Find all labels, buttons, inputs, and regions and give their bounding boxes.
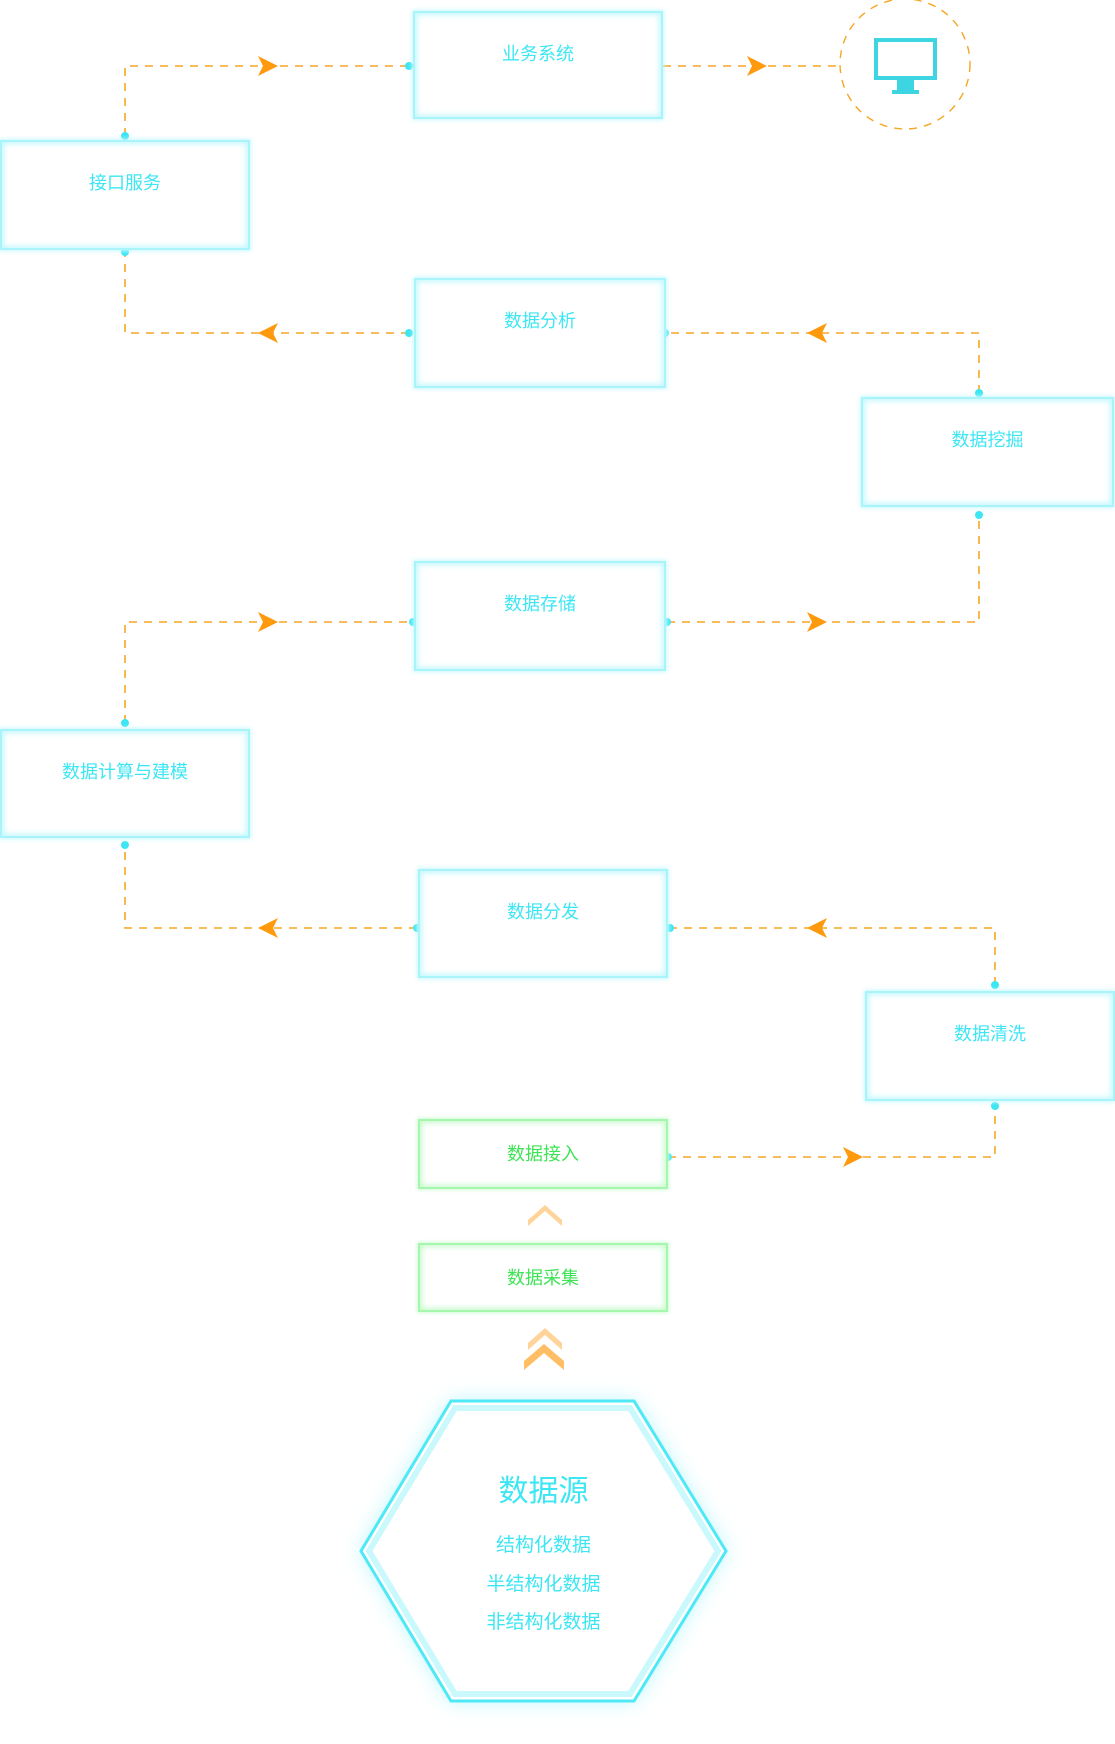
node-interface-service[interactable]: 接口服务: [0, 140, 250, 250]
node-label: 数据采集: [507, 1268, 579, 1289]
port-dot: [991, 1102, 999, 1110]
data-source-type: 半结构化数据: [486, 1573, 601, 1595]
port-dot: [121, 248, 129, 256]
terminal-circle: [839, 0, 971, 130]
connector-compute-to-storage: [124, 621, 413, 723]
node-label: 数据挖掘: [951, 430, 1024, 451]
connector-cleaning-to-distribution: [670, 927, 996, 985]
node-data-compute-modeling[interactable]: 数据计算与建模: [0, 729, 250, 838]
arrow-right-icon: [843, 1147, 863, 1167]
node-label: 数据分析: [504, 311, 576, 332]
connector-mining-to-analysis: [667, 332, 980, 393]
chevron-up-icon: [524, 1344, 564, 1370]
port-dot: [121, 132, 129, 140]
port-dot: [405, 329, 413, 337]
port-dot: [121, 841, 129, 849]
node-data-access[interactable]: 数据接入: [418, 1119, 668, 1189]
node-label: 数据接入: [507, 1144, 579, 1165]
node-data-mining[interactable]: 数据挖掘: [861, 397, 1114, 507]
data-source-type: 结构化数据: [495, 1534, 591, 1556]
monitor-icon: [874, 38, 937, 94]
arrow-right-icon: [807, 612, 827, 632]
connector-interface-to-business: [124, 65, 409, 136]
chevron-up-icon: [528, 1205, 562, 1226]
node-business-system[interactable]: 业务系统: [413, 11, 663, 119]
node-data-collection[interactable]: 数据采集: [418, 1243, 668, 1312]
node-label: 数据存储: [504, 594, 576, 615]
arrow-left-icon: [807, 918, 827, 938]
port-dot: [666, 924, 674, 932]
connector-access-to-cleaning: [668, 1106, 996, 1158]
connector-analysis-to-interface: [124, 252, 409, 334]
node-data-storage[interactable]: 数据存储: [414, 561, 666, 671]
node-label: 接口服务: [89, 173, 161, 194]
port-dot: [405, 62, 413, 70]
arrow-left-icon: [258, 323, 278, 343]
arrow-left-icon: [258, 918, 278, 938]
node-label: 数据分发: [507, 902, 579, 923]
port-dot: [975, 511, 983, 519]
hexagon-inner-glow: [365, 1405, 722, 1697]
arrow-right-icon: [258, 612, 278, 632]
arrow-right-icon: [747, 56, 767, 76]
port-dot: [991, 981, 999, 989]
node-label: 数据计算与建模: [62, 762, 188, 783]
node-data-distribution[interactable]: 数据分发: [418, 869, 668, 978]
data-source-type: 非结构化数据: [486, 1611, 601, 1633]
connector-storage-to-mining: [667, 515, 980, 623]
chevron-up-icon: [528, 1328, 562, 1350]
node-data-analysis[interactable]: 数据分析: [414, 278, 666, 388]
arrow-left-icon: [807, 323, 827, 343]
data-source-title: 数据源: [498, 1474, 589, 1509]
port-dot: [975, 389, 983, 397]
node-data-cleaning[interactable]: 数据清洗: [865, 991, 1115, 1101]
node-label: 数据清洗: [954, 1024, 1026, 1045]
node-label: 业务系统: [502, 44, 574, 65]
arrow-right-icon: [258, 56, 278, 76]
data-source-hexagon: [359, 1399, 728, 1703]
port-dot: [121, 719, 129, 727]
connector-distribution-to-compute: [124, 845, 417, 929]
